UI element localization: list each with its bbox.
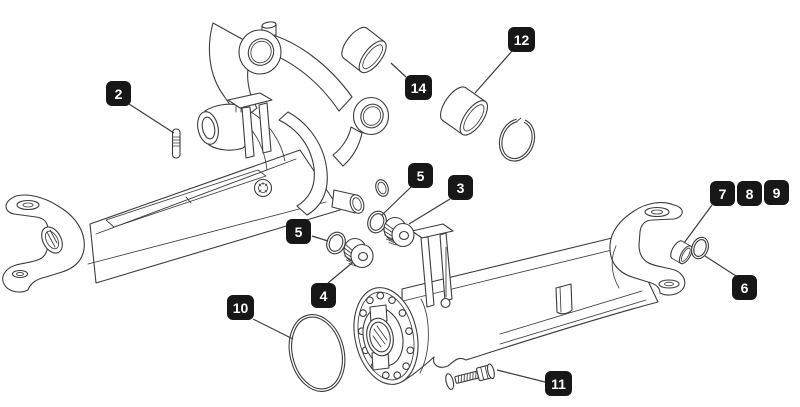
callout-4[interactable]: 4 [311, 283, 336, 308]
part-bolt-11 [445, 363, 495, 390]
leader-lines [128, 50, 737, 383]
upper-axle-housing-drawing [2, 21, 390, 293]
callout-11[interactable]: 11 [545, 371, 572, 396]
callout-7[interactable]: 7 [710, 181, 735, 206]
leader-line-12 [474, 50, 513, 94]
callout-2[interactable]: 2 [106, 81, 131, 106]
lower-axle-housing-drawing [353, 202, 686, 385]
callout-6[interactable]: 6 [732, 275, 757, 300]
callout-3[interactable]: 3 [448, 175, 473, 200]
callout-12[interactable]: 12 [508, 27, 535, 52]
part-ring-6 [691, 236, 709, 260]
callout-10[interactable]: 10 [227, 295, 254, 320]
part-bushing-14 [341, 26, 387, 74]
leader-line-3 [408, 198, 451, 225]
leader-line-11 [496, 369, 546, 383]
leader-line-2 [128, 103, 175, 134]
upper-housing-yoke [2, 194, 85, 293]
part-seal-ring-5a [367, 210, 387, 234]
leader-line-10 [252, 318, 294, 340]
part-plug-4 [343, 237, 374, 269]
part-bushing-7 [670, 240, 693, 265]
callout-14[interactable]: 14 [405, 75, 432, 100]
lower-housing-flange [353, 287, 419, 385]
leader-line-5b [311, 235, 329, 242]
leader-line-4 [327, 262, 353, 284]
callout-8[interactable]: 8 [737, 181, 762, 206]
part-bushing-12 [439, 86, 489, 136]
lower-housing-yoke [609, 202, 686, 296]
callout-9[interactable]: 9 [764, 180, 789, 205]
part-pin [171, 128, 181, 159]
callout-5a[interactable]: 5 [408, 163, 433, 188]
part-oring-10 [288, 314, 346, 392]
part-snap-ring [498, 113, 536, 162]
part-plug-3 [383, 216, 415, 248]
leader-line-6 [704, 255, 737, 277]
part-seal-ring-5b [326, 231, 346, 255]
leader-line-7 [683, 204, 713, 244]
callout-5b[interactable]: 5 [286, 219, 311, 244]
leader-line-14 [390, 62, 407, 78]
leader-line-5a [381, 186, 412, 216]
